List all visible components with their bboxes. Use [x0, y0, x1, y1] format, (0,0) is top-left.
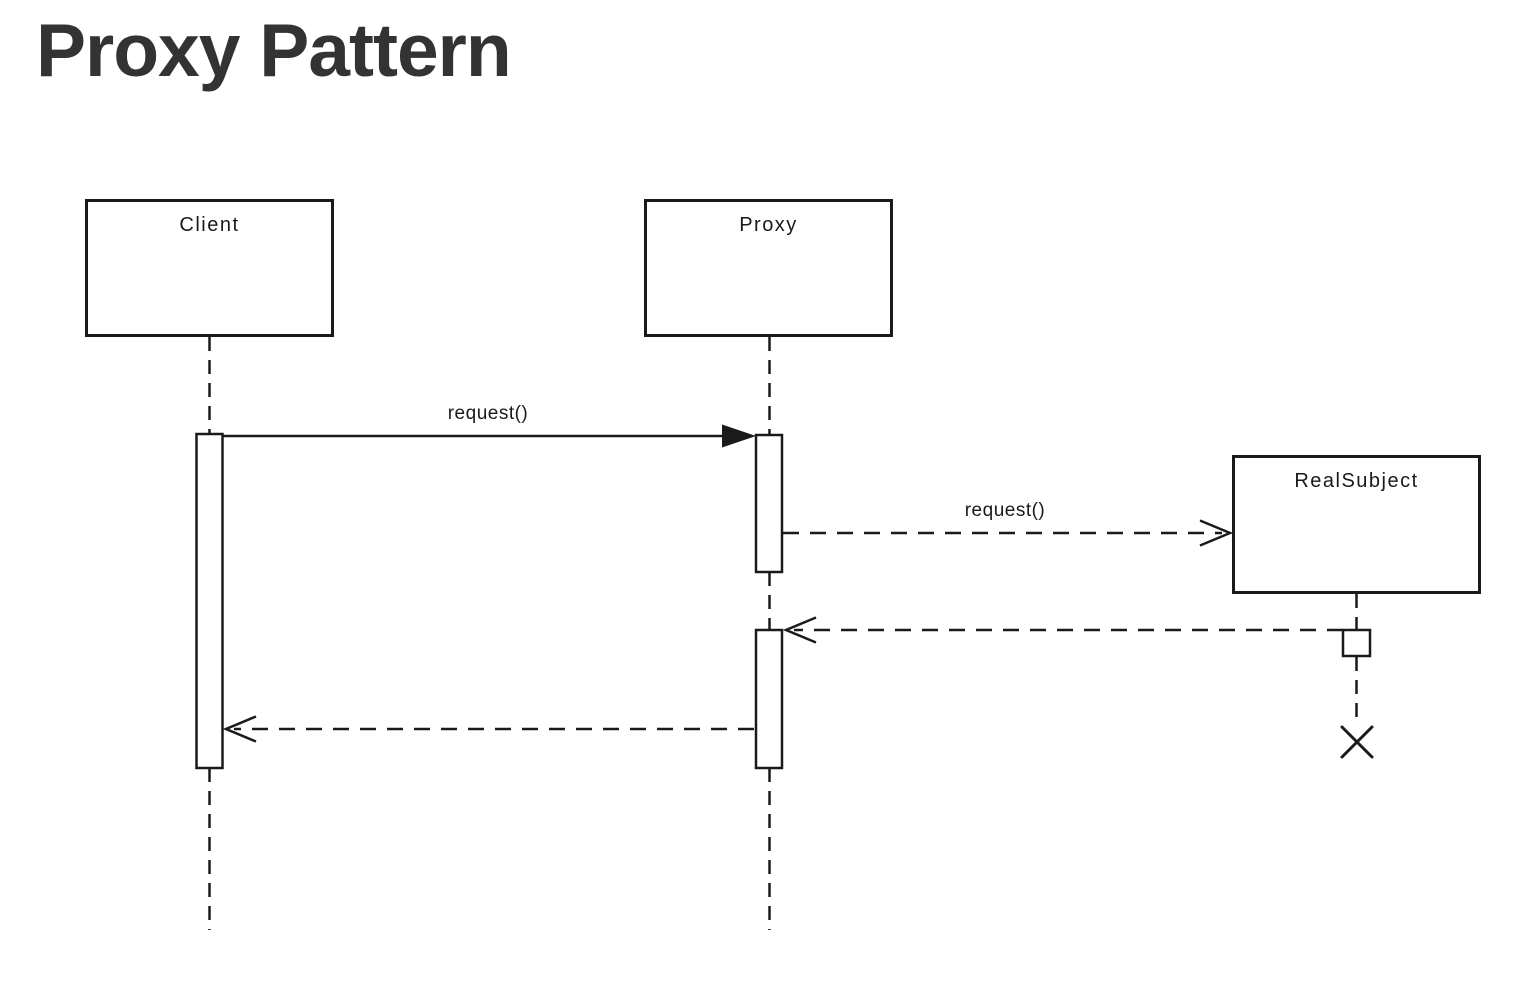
message-arrow-return-proxy-to-client [222, 715, 754, 743]
destruction-x-icon [1340, 725, 1374, 759]
participant-box-proxy: Proxy [644, 199, 893, 337]
activation-bar-proxy-2 [754, 628, 784, 770]
filled-arrowhead-icon [722, 424, 756, 448]
activation-bar-client [195, 432, 224, 770]
open-arrowhead-icon [782, 616, 817, 644]
activation-square-realsubject [1341, 628, 1372, 658]
open-arrowhead-icon [222, 715, 257, 743]
message-arrow-request-proxy-to-realsubject [783, 519, 1234, 547]
message-arrow-request-client-to-proxy [223, 424, 756, 448]
open-arrowhead-icon [1199, 519, 1234, 547]
participant-box-client: Client [85, 199, 334, 337]
participant-label: Proxy [739, 214, 798, 236]
message-arrow-return-realsubject-to-proxy [782, 616, 1343, 644]
participant-box-realsubject: RealSubject [1232, 455, 1481, 594]
activation-bar-proxy-1 [754, 433, 784, 574]
message-label-request-1: request() [447, 403, 529, 424]
participant-label: RealSubject [1294, 470, 1419, 492]
participant-label: Client [179, 214, 240, 236]
page-title: Proxy Pattern [36, 8, 512, 92]
message-label-request-2: request() [964, 500, 1046, 521]
